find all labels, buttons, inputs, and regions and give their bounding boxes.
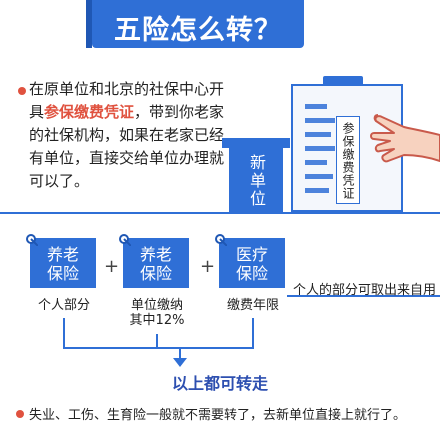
new-unit-roof	[222, 138, 290, 148]
new-unit-label: 新单位	[229, 152, 283, 210]
connector-line	[179, 347, 181, 359]
insurance-label: 养老保险	[139, 245, 172, 283]
title-banner: 五险怎么转？	[86, 0, 304, 48]
plus-sign: +	[200, 256, 216, 277]
pin-icon	[215, 234, 227, 246]
connector-line	[63, 347, 254, 349]
doc-line	[305, 118, 335, 123]
doc-line	[305, 104, 327, 109]
clipboard-clip	[323, 76, 363, 86]
doc-line	[305, 188, 329, 193]
doc-line	[305, 174, 333, 179]
hand-pointing-icon	[370, 114, 440, 163]
insurance-label: 医疗保险	[235, 245, 268, 283]
new-unit-block	[229, 146, 283, 213]
connector-line	[156, 334, 158, 348]
section-divider	[0, 212, 440, 214]
summary-text: 以上都可转走	[171, 374, 268, 393]
connector-line	[252, 318, 254, 348]
doc-line	[305, 146, 335, 151]
intro-text-before: 在原单位和北京的社保中心开具	[29, 80, 225, 121]
pin-icon	[26, 234, 38, 246]
pin-icon	[119, 234, 131, 246]
plus-sign: +	[104, 256, 120, 277]
doc-line	[305, 160, 327, 165]
medical-insurance-box: 医疗保险	[215, 234, 285, 288]
intro-text-after: ，带到你老家的社保机构，如果在老家已经有单位，直接交给单位办理就可以了。	[29, 103, 225, 190]
pension-insurance-box-1: 养老保险	[26, 234, 96, 288]
certificate-label: 参保缴费凭证	[336, 116, 360, 204]
arrow-down-icon	[173, 358, 187, 367]
insurance-caption: 单位缴纳其中12%	[129, 298, 185, 328]
connector-line	[63, 318, 65, 348]
pension-insurance-box-2: 养老保险	[119, 234, 189, 288]
footer-note: 失业、工伤、生育险一般就不需要转了，去新单位直接上就行了。	[29, 408, 407, 423]
insurance-caption: 个人部分	[37, 298, 90, 313]
intro-highlight: 参保缴费凭证	[44, 103, 135, 121]
bullet-dot	[16, 410, 24, 418]
doc-line	[305, 132, 331, 137]
certificate-label-text: 参保缴费凭证	[341, 122, 355, 200]
intro-paragraph: 在原单位和北京的社保中心开具参保缴费凭证，带到你老家的社保机构，如果在老家已经有…	[29, 78, 229, 193]
insurance-caption: 缴费年限	[226, 298, 279, 313]
new-unit-text: 新单位	[247, 154, 266, 208]
bullet-dot	[18, 87, 26, 95]
page-title: 五险怎么转？	[114, 15, 282, 46]
medical-note: 个人的部分可取出来自用	[293, 283, 437, 298]
insurance-label: 养老保险	[46, 245, 79, 283]
note-underline	[287, 295, 440, 297]
